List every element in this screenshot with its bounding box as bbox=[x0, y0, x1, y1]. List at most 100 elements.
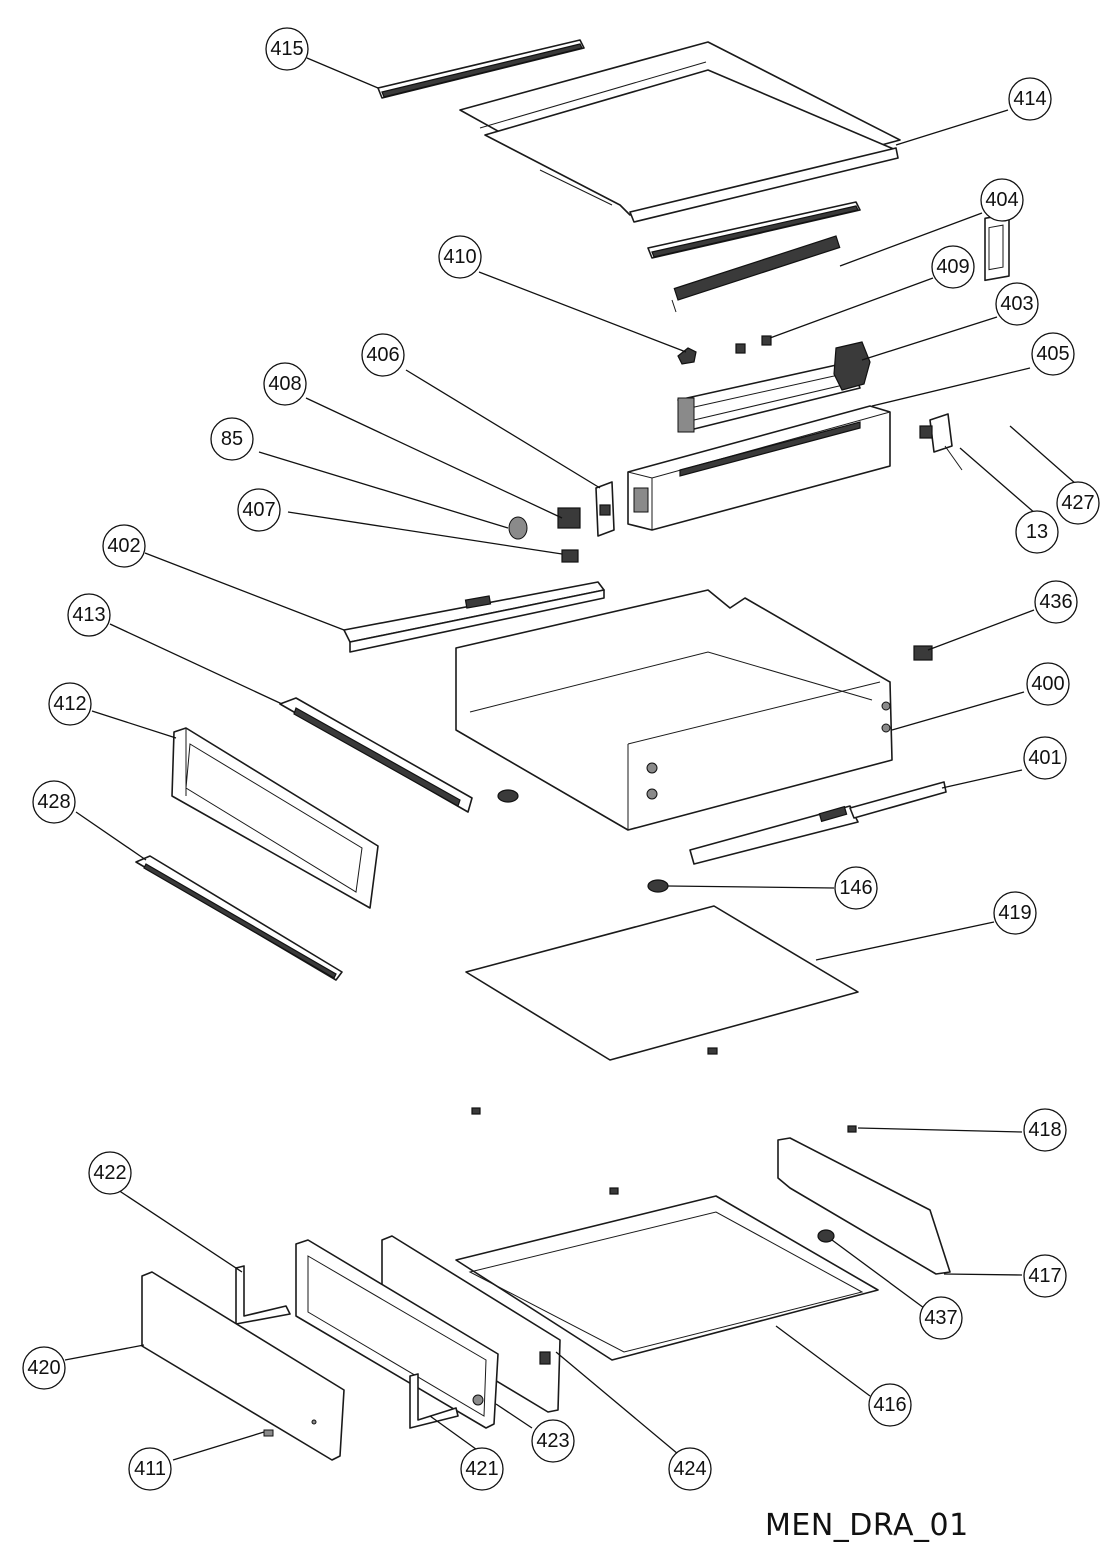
svg-text:413: 413 bbox=[72, 604, 105, 626]
balloon-401: 401 bbox=[1023, 736, 1067, 780]
balloon-424: 424 bbox=[668, 1447, 712, 1491]
part-421-bracket bbox=[409, 1373, 459, 1429]
part-13-bracket bbox=[919, 413, 963, 471]
balloon-410: 410 bbox=[438, 235, 482, 279]
balloon-416: 416 bbox=[868, 1383, 912, 1427]
svg-text:404: 404 bbox=[985, 189, 1018, 211]
svg-text:403: 403 bbox=[1000, 293, 1033, 315]
svg-text:422: 422 bbox=[93, 1162, 126, 1184]
balloon-403: 403 bbox=[995, 282, 1039, 326]
part-416-drawer-frame bbox=[455, 1195, 879, 1361]
balloon-407: 407 bbox=[237, 488, 281, 532]
svg-text:423: 423 bbox=[536, 1430, 569, 1452]
part-419-base-plate bbox=[465, 905, 859, 1061]
svg-text:408: 408 bbox=[268, 373, 301, 395]
balloon-421: 421 bbox=[460, 1447, 504, 1491]
svg-text:415: 415 bbox=[270, 38, 303, 60]
part-408-switch bbox=[557, 507, 581, 529]
balloon-413: 413 bbox=[67, 593, 111, 637]
svg-text:417: 417 bbox=[1028, 1265, 1061, 1287]
part-409-nuts bbox=[735, 335, 772, 354]
balloon-423: 423 bbox=[531, 1419, 575, 1463]
part-436-bracket bbox=[913, 645, 933, 661]
balloon-411: 411 bbox=[128, 1447, 172, 1491]
balloon-436: 436 bbox=[1034, 580, 1078, 624]
balloon-404: 404 bbox=[980, 178, 1024, 222]
balloon-146: 146 bbox=[834, 866, 878, 910]
part-400-drawer-box bbox=[455, 589, 893, 831]
balloon-437: 437 bbox=[919, 1296, 963, 1340]
balloon-408: 408 bbox=[263, 362, 307, 406]
svg-text:85: 85 bbox=[221, 428, 243, 450]
part-417-side-panel bbox=[777, 1137, 951, 1275]
svg-text:414: 414 bbox=[1013, 88, 1046, 110]
balloon-422: 422 bbox=[88, 1151, 132, 1195]
drawing-code-label: MEN_DRA_01 bbox=[765, 1508, 969, 1543]
svg-text:411: 411 bbox=[134, 1458, 166, 1480]
svg-text:427: 427 bbox=[1061, 492, 1094, 514]
parts-layer bbox=[135, 39, 1010, 1461]
part-411-screw bbox=[263, 1429, 274, 1437]
svg-text:409: 409 bbox=[936, 256, 969, 278]
part-403-fan-assembly bbox=[677, 341, 871, 433]
svg-text:402: 402 bbox=[107, 535, 140, 557]
svg-text:401: 401 bbox=[1028, 747, 1061, 769]
part-401-slide-rail bbox=[689, 781, 947, 865]
part-412-front-frame bbox=[171, 727, 379, 909]
balloon-427: 427 bbox=[1056, 481, 1100, 525]
svg-text:437: 437 bbox=[924, 1307, 957, 1329]
svg-text:406: 406 bbox=[366, 344, 399, 366]
svg-text:436: 436 bbox=[1039, 591, 1072, 613]
balloon-85: 85 bbox=[210, 417, 254, 461]
balloon-420: 420 bbox=[22, 1346, 66, 1390]
part-balloons: 415 414 404 410 409 403 406 408 405 85 4… bbox=[22, 27, 1100, 1491]
part-410-clip bbox=[677, 347, 697, 365]
svg-text:412: 412 bbox=[53, 693, 86, 715]
part-406-bracket-plate bbox=[595, 481, 615, 537]
svg-text:428: 428 bbox=[37, 791, 70, 813]
svg-text:420: 420 bbox=[27, 1357, 60, 1379]
part-405-control-box bbox=[627, 405, 891, 531]
part-423-front-inner-frame bbox=[295, 1239, 499, 1429]
balloon-405: 405 bbox=[1031, 332, 1075, 376]
svg-text:424: 424 bbox=[673, 1458, 706, 1480]
part-414-top-cover bbox=[459, 41, 901, 223]
balloon-412: 412 bbox=[48, 682, 92, 726]
part-422-bracket bbox=[235, 1265, 291, 1325]
balloon-417: 417 bbox=[1023, 1254, 1067, 1298]
part-85-knob bbox=[508, 516, 528, 540]
part-402-rail bbox=[343, 581, 605, 653]
balloon-409: 409 bbox=[931, 245, 975, 289]
svg-text:416: 416 bbox=[873, 1394, 906, 1416]
balloon-419: 419 bbox=[993, 891, 1037, 935]
balloon-13: 13 bbox=[1015, 510, 1059, 554]
part-407-connector bbox=[561, 549, 579, 563]
svg-text:405: 405 bbox=[1036, 343, 1069, 365]
part-415-strip bbox=[377, 39, 585, 99]
svg-text:421: 421 bbox=[465, 1458, 498, 1480]
part-413-slide-rail bbox=[279, 697, 473, 813]
part-437-fitting bbox=[817, 1229, 835, 1243]
svg-text:13: 13 bbox=[1026, 521, 1048, 543]
svg-text:419: 419 bbox=[998, 902, 1031, 924]
svg-text:146: 146 bbox=[839, 877, 872, 899]
leader-lines bbox=[64, 57, 1077, 1461]
balloon-428: 428 bbox=[32, 780, 76, 824]
svg-text:418: 418 bbox=[1028, 1119, 1061, 1141]
part-rear-strip bbox=[647, 201, 861, 259]
balloon-400: 400 bbox=[1026, 662, 1070, 706]
part-404-heating-element bbox=[671, 235, 841, 313]
part-428-lower-rail bbox=[135, 855, 343, 981]
balloon-415: 415 bbox=[265, 27, 309, 71]
part-427-clip-frame bbox=[984, 213, 1010, 282]
part-146-grommet bbox=[497, 789, 669, 893]
balloon-406: 406 bbox=[361, 333, 405, 377]
balloon-414: 414 bbox=[1008, 77, 1052, 121]
balloon-402: 402 bbox=[102, 524, 146, 568]
part-small-pads bbox=[471, 1107, 857, 1195]
svg-text:410: 410 bbox=[443, 246, 476, 268]
svg-text:407: 407 bbox=[242, 499, 275, 521]
balloon-418: 418 bbox=[1023, 1108, 1067, 1152]
svg-text:400: 400 bbox=[1031, 673, 1064, 695]
